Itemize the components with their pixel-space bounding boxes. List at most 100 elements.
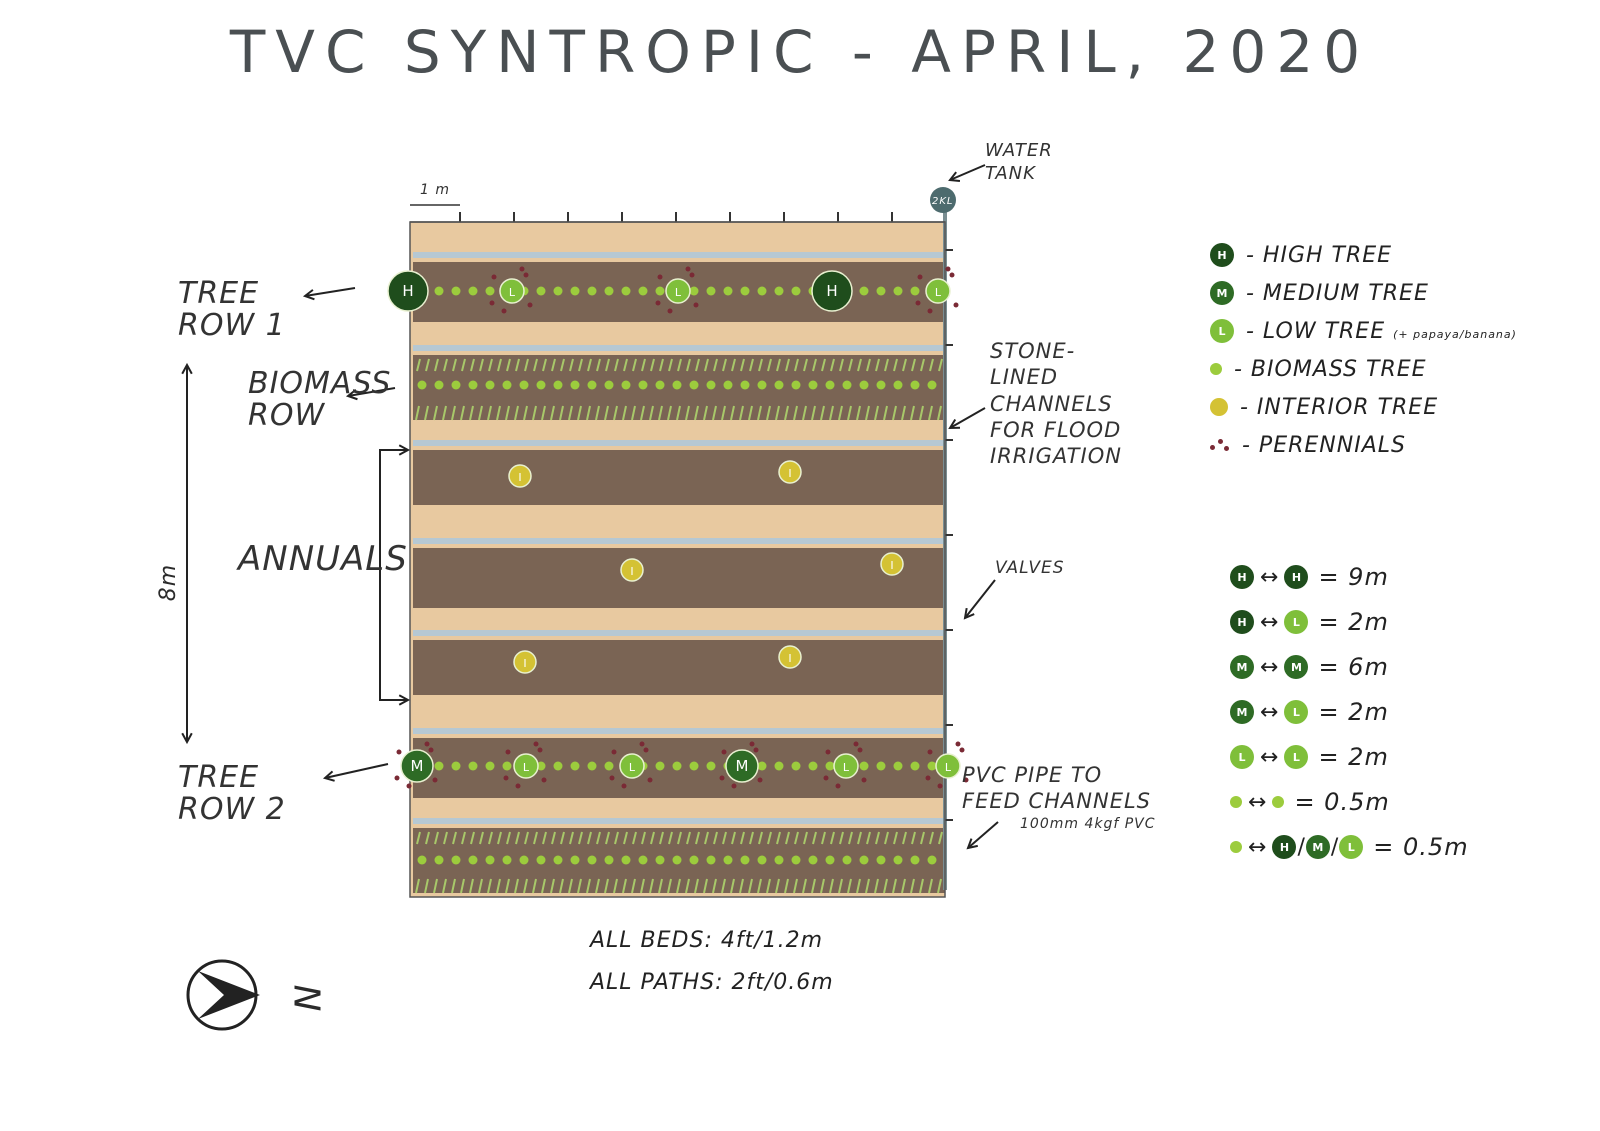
grass-blade [866, 831, 871, 845]
grass-blade [586, 878, 591, 894]
perennial-icon [1210, 437, 1230, 453]
biomass-tree [604, 286, 614, 296]
grass-blade [586, 405, 591, 421]
grass-blade [461, 831, 466, 845]
bed-notes: ALL BEDS: 4ft/1.2m ALL PATHS: 2ft/0.6m [590, 920, 834, 1004]
biomass-row-arrow-head [345, 389, 358, 401]
biomass-tree [587, 761, 597, 771]
double-arrow-icon: ↔ [1260, 609, 1279, 635]
perennial [915, 300, 921, 306]
biomass-tree [587, 855, 597, 865]
grass-blade [668, 831, 673, 845]
grass-blade [857, 358, 862, 372]
grass-blade [551, 358, 556, 372]
biomass-tree [553, 286, 563, 296]
grass-blade [812, 358, 817, 372]
valves-label: VALVES [995, 558, 1065, 578]
low-tree-icon: L [1230, 745, 1254, 769]
grass-blade [658, 878, 663, 894]
grass-blade [802, 405, 807, 421]
grass-blade [424, 405, 429, 421]
grass-blade [793, 405, 798, 421]
grass-blade [740, 831, 745, 845]
biomass-tree [757, 286, 767, 296]
medium-tree [400, 749, 434, 783]
grass-blade [767, 831, 772, 845]
grass-blade [821, 831, 826, 845]
grass-blade [640, 405, 645, 421]
interior-tree-letter: I [788, 467, 791, 480]
pipe-arrow-head [966, 838, 978, 850]
grass-blade [722, 358, 727, 372]
biomass-tree [910, 761, 920, 771]
biomass-tree [876, 855, 886, 865]
low-tree-letter: L [509, 286, 516, 299]
perennial [523, 272, 529, 278]
grass-blade [470, 831, 475, 845]
spacing-value: = 6m [1318, 653, 1389, 681]
perennial [835, 783, 841, 789]
grass-blade [506, 831, 511, 845]
low-tree [665, 278, 691, 304]
legend-note: (+ papaya/banana) [1393, 327, 1517, 341]
perennial [647, 777, 653, 783]
grass-blade [514, 878, 519, 894]
low-tree-letter: L [843, 761, 850, 774]
grass-blade [676, 405, 681, 421]
height-arrow-bottom-head [181, 732, 193, 745]
perennial [639, 741, 645, 747]
grass-blade [937, 878, 942, 894]
biomass-tree [893, 380, 903, 390]
biomass-tree [536, 380, 546, 390]
grass-blade [776, 358, 781, 372]
grass-blade [461, 358, 466, 372]
legend-item: - BIOMASS TREE [1210, 354, 1427, 384]
biomass-tree [468, 855, 478, 865]
grass-blade [730, 878, 735, 894]
grass-blade [920, 831, 925, 845]
biomass-tree [655, 380, 665, 390]
grass-blade [749, 358, 754, 372]
grass-blade [451, 405, 456, 421]
grass-blade [631, 878, 636, 894]
biomass-tree [451, 855, 461, 865]
grass-blade [784, 878, 789, 894]
grass-blade [676, 878, 681, 894]
grass-blade [794, 831, 799, 845]
height-label: 8m [156, 563, 182, 602]
biomass-tree [587, 286, 597, 296]
grass-blade [650, 358, 655, 372]
low-tree [619, 753, 645, 779]
perennial [527, 302, 533, 308]
grass-blade [793, 878, 798, 894]
grass-blade [811, 405, 816, 421]
biomass-tree [723, 286, 733, 296]
channel [413, 440, 945, 446]
grass-blade [893, 831, 898, 845]
grass-blade [703, 878, 708, 894]
grass-blade [695, 358, 700, 372]
double-arrow-icon: ↔ [1248, 834, 1267, 860]
grass-blade [443, 358, 448, 372]
grass-blade [587, 831, 592, 845]
biomass-tree [825, 855, 835, 865]
biomass-tree [910, 286, 920, 296]
biomass-tree [791, 286, 801, 296]
medium-tree-icon: M [1230, 655, 1254, 679]
grass-blade [920, 358, 925, 372]
biomass-tree [706, 855, 716, 865]
grass-blade [694, 878, 699, 894]
biomass-tree [706, 286, 716, 296]
grass-blade [775, 878, 780, 894]
biomass-tree [927, 380, 937, 390]
perennial [825, 749, 831, 755]
grass-blade [685, 405, 690, 421]
grass-blade [928, 878, 933, 894]
height-arrow-top-head [181, 362, 193, 375]
biomass-row-label: BIOMASS ROW [248, 366, 392, 433]
perennial [861, 777, 867, 783]
legend-item: H- HIGH TREE [1210, 240, 1392, 270]
bed-annuals-3 [413, 640, 945, 695]
biomass-tree [893, 855, 903, 865]
biomass-tree [689, 761, 699, 771]
